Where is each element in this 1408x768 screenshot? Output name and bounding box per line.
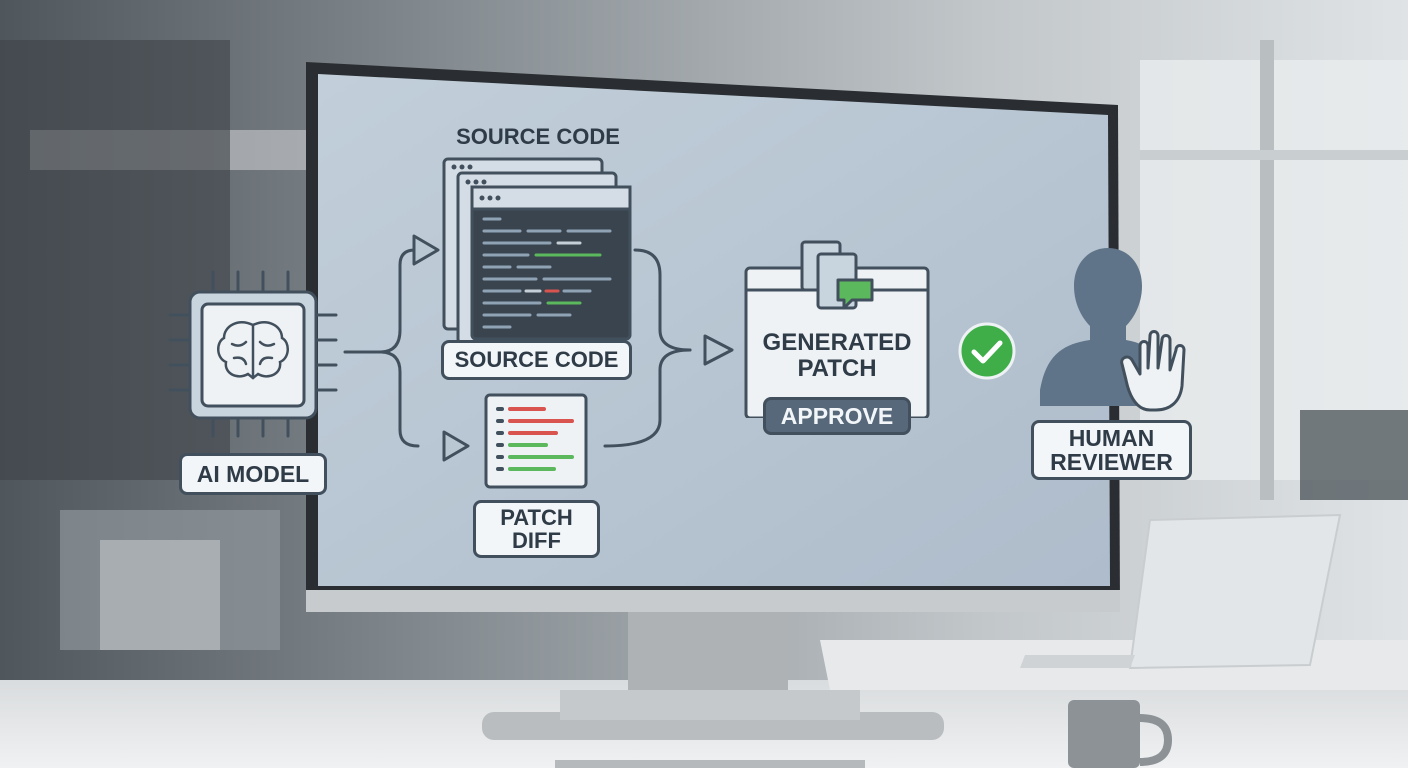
connector-ai-to-source (343, 248, 417, 354)
connector-ai-to-diff (378, 350, 420, 448)
approve-text: APPROVE (780, 402, 894, 429)
patch-diff-document-icon (484, 393, 588, 489)
generated-patch-window-icon (744, 240, 930, 418)
arrow-to-source (412, 234, 440, 266)
stacked-documents-icon (800, 240, 874, 310)
generated-patch-line1: GENERATED (762, 329, 912, 356)
code-window-stack (442, 157, 632, 345)
ai-model-text: AI MODEL (196, 460, 310, 487)
brain-icon (217, 321, 289, 380)
human-reviewer-line2: REVIEWER (1050, 449, 1173, 475)
generated-patch-label: GENERATED PATCH (750, 330, 924, 382)
ai-chip-icon (168, 270, 338, 438)
connector-source-to-patch (633, 248, 692, 352)
generated-patch-line2: PATCH (797, 354, 877, 382)
raised-hand-icon (1120, 330, 1186, 412)
source-code-heading: SOURCE CODE (456, 124, 620, 149)
source-code-text: SOURCE CODE (454, 347, 619, 373)
human-reviewer-label: HUMAN REVIEWER (1031, 420, 1192, 480)
arrow-to-patch (703, 334, 734, 366)
human-reviewer-line1: HUMAN (1068, 424, 1155, 451)
arrow-to-diff (442, 430, 470, 462)
person-silhouette-icon (1040, 248, 1170, 406)
ai-model-label: AI MODEL (179, 453, 327, 495)
check-circle-icon (958, 322, 1016, 380)
patch-diff-line2: DIFF (512, 528, 561, 553)
code-lines (482, 217, 612, 329)
patch-diff-label: PATCH DIFF (473, 500, 600, 558)
human-reviewer-icon (1040, 248, 1186, 412)
patch-diff-line1: PATCH (500, 504, 573, 530)
approve-button[interactable]: APPROVE (763, 397, 911, 435)
source-code-label: SOURCE CODE (441, 340, 632, 380)
